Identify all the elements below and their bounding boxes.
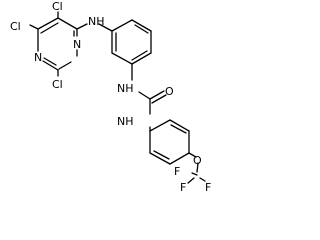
bonds: [29, 11, 206, 184]
amine-nitrogen-top-label: NH: [88, 15, 105, 28]
urea-nitrogen-lower-label: NH: [117, 115, 134, 128]
fluorine-right-label: F: [205, 181, 211, 191]
ring-nitrogen-right-label: N: [73, 38, 81, 51]
fluorine-left-label: F: [180, 181, 186, 191]
atom-labels: Cl Cl Cl N N NH NH O NH O F F F: [10, 0, 211, 191]
chlorine-top-label: Cl: [52, 0, 63, 13]
carbonyl-oxygen-label: O: [165, 85, 174, 98]
ring-nitrogen-bottom-label: N: [34, 51, 42, 64]
chemical-structure-diagram: Cl Cl Cl N N NH NH O NH O F F F: [10, 0, 211, 191]
fluorine-top-label: F: [174, 165, 180, 178]
chlorine-left-label: Cl: [10, 20, 21, 33]
chlorine-bottom-label: Cl: [52, 78, 63, 91]
urea-nitrogen-upper-label: NH: [117, 82, 134, 95]
ether-oxygen-label: O: [193, 154, 202, 167]
